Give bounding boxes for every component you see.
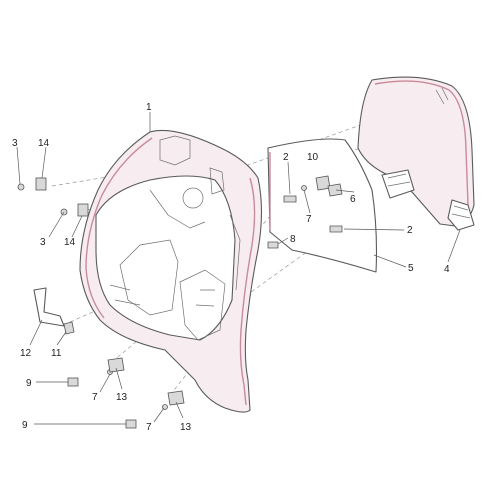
callout-2: 2 xyxy=(407,225,413,236)
callout-13: 13 xyxy=(180,422,192,433)
bracket-10 xyxy=(315,175,331,191)
callout-3: 3 xyxy=(40,237,46,248)
leader-lines xyxy=(16,112,461,425)
screw-2a xyxy=(283,195,297,203)
callout-3: 3 xyxy=(12,138,18,149)
windshield xyxy=(357,76,475,231)
screw-3a xyxy=(17,183,25,191)
callout-13: 13 xyxy=(116,392,128,403)
nut-9b xyxy=(125,419,137,429)
clip-11 xyxy=(63,321,75,335)
bracket-12 xyxy=(33,287,65,327)
bracket-13a xyxy=(107,357,125,373)
callout-14: 14 xyxy=(38,138,50,149)
clip-14b xyxy=(77,203,89,217)
callout-7: 7 xyxy=(306,214,312,225)
screw-2b xyxy=(329,225,343,233)
transparent-panel xyxy=(267,138,378,273)
callout-7: 7 xyxy=(92,392,98,403)
callout-12: 12 xyxy=(20,348,32,359)
callout-6: 6 xyxy=(350,194,356,205)
leg-shield xyxy=(79,129,263,413)
callout-5: 5 xyxy=(408,263,414,274)
clip-14a xyxy=(35,177,47,191)
callout-7: 7 xyxy=(146,422,152,433)
bracket-13b xyxy=(167,390,185,406)
callout-2: 2 xyxy=(283,152,289,163)
callout-9: 9 xyxy=(22,420,28,431)
callout-9: 9 xyxy=(26,378,32,389)
screw-7-top xyxy=(301,185,307,191)
callout-10: 10 xyxy=(307,152,319,163)
hardware xyxy=(17,175,343,429)
callout-1: 1 xyxy=(146,102,152,113)
callout-11: 11 xyxy=(51,348,62,359)
callouts: 1 2 2 3 3 4 5 6 7 7 7 8 9 9 10 11 12 13 … xyxy=(12,102,450,433)
callout-14: 14 xyxy=(64,237,76,248)
callout-4: 4 xyxy=(444,264,450,275)
bracket-6 xyxy=(327,183,343,197)
screw-8 xyxy=(267,241,279,249)
nut-9a xyxy=(67,377,79,387)
callout-8: 8 xyxy=(290,234,296,245)
